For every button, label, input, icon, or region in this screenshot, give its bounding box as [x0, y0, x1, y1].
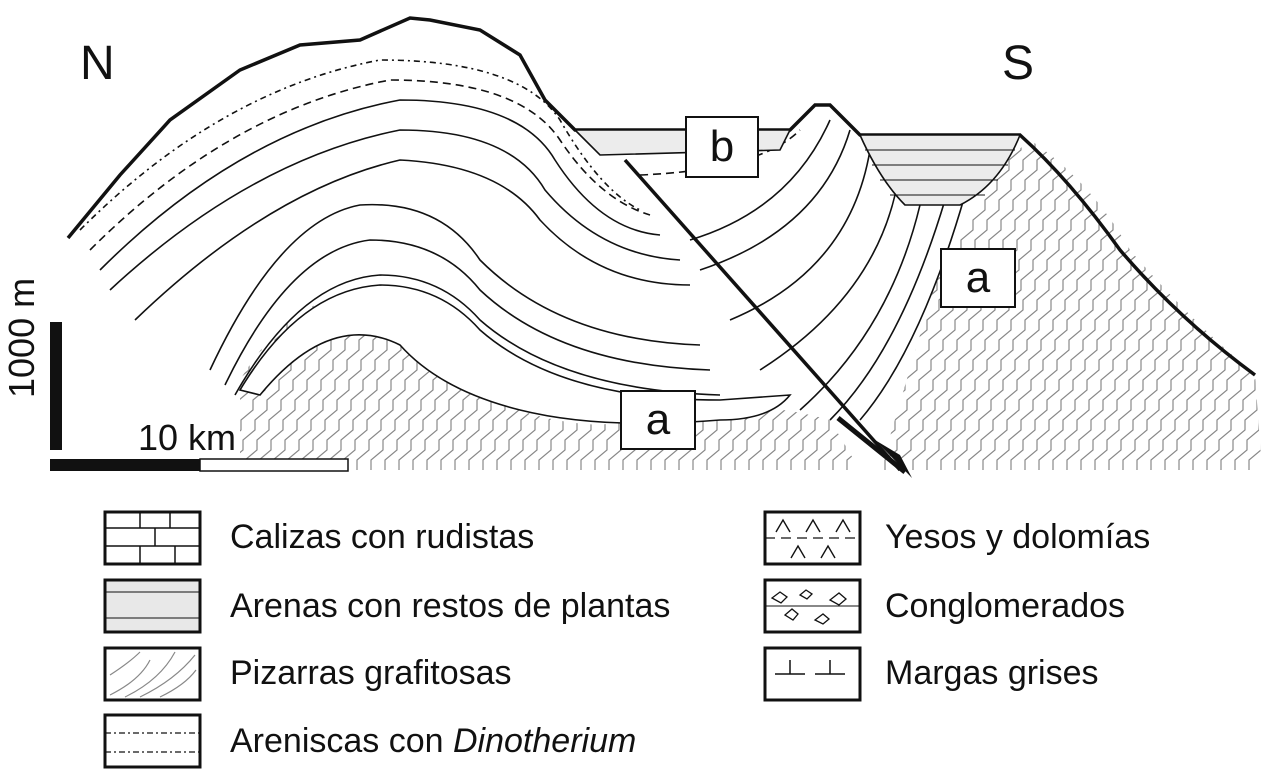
legend-sandstone-label: Areniscas con Dinotherium: [230, 724, 636, 758]
schist-line: [277, 299, 420, 470]
folded-strata: [79, 59, 721, 396]
schist-line: [1253, 140, 1262, 470]
legend-swatch-marl: [763, 646, 862, 702]
schist-line: [1085, 140, 1262, 470]
fault-arrow-shaft: [836, 416, 907, 474]
vertical-scale-bar: [50, 322, 62, 450]
label-a-right-box: a: [940, 248, 1016, 308]
horizontal-scale-bar-black: [50, 459, 200, 471]
schist-line: [263, 299, 406, 470]
legend-swatch-gypsum: [763, 510, 862, 566]
legend-limestone-label: Calizas con rudistas: [230, 518, 535, 556]
schist-line: [1001, 140, 1216, 470]
schist-line: [1197, 140, 1262, 470]
schist-line: [1169, 140, 1262, 470]
schist-line: [1071, 140, 1262, 470]
schist-line: [809, 299, 860, 470]
schist-line: [333, 299, 476, 470]
legend-conglomerate-label: Conglomerados: [885, 587, 1126, 625]
label-b-box: b: [685, 116, 759, 178]
schist-line: [291, 299, 434, 470]
schist-line: [697, 299, 840, 470]
schist-line: [1029, 140, 1244, 470]
schist-line: [240, 299, 378, 470]
schist-line: [711, 299, 854, 470]
legend-swatch-sand: [103, 578, 202, 634]
legend-marl-label: Margas grises: [885, 654, 1099, 692]
topographic-surface: [66, 16, 1257, 377]
schist-line: [1183, 140, 1262, 470]
horizontal-scale-bar-white: [199, 458, 349, 472]
schist-line: [725, 299, 860, 470]
legend-sand-label: Arenas con restos de plantas: [230, 587, 671, 625]
legend-gypsum-label: Yesos y dolomías: [885, 518, 1151, 556]
fault-line: [623, 158, 902, 472]
schist-line: [795, 299, 860, 470]
right-block-strata: [639, 119, 966, 421]
schist-line: [249, 299, 392, 470]
legend-schist-label: Pizarras grafitosas: [230, 654, 512, 692]
legend-swatch-limestone: [103, 510, 202, 566]
schist-line: [319, 299, 462, 470]
vertical-scale-label: 1000 m: [1, 277, 42, 398]
conglomerate-band: [238, 284, 792, 425]
horizontal-scale-label: 10 km: [138, 417, 237, 458]
legend-sandstone-italic: Dinotherium: [453, 722, 637, 760]
schist-line: [1015, 140, 1230, 470]
legend-swatch-schist: [103, 646, 202, 702]
schist-line: [880, 140, 1048, 470]
sand-basin-right-lines: [865, 149, 1015, 196]
schist-line: [1155, 140, 1262, 470]
schist-line: [1099, 140, 1262, 470]
schist-line: [1239, 140, 1262, 470]
schist-line: [305, 299, 448, 470]
south-label: S: [1002, 37, 1035, 90]
legend-swatch-conglomerate: [763, 578, 862, 634]
north-label: N: [80, 37, 115, 90]
schist-line: [1211, 140, 1262, 470]
sand-basin-right: [858, 134, 1022, 206]
schist-line: [1113, 140, 1262, 470]
schist-line: [1043, 140, 1258, 470]
label-a-left-box: a: [620, 390, 696, 450]
legend-sandstone-text: Areniscas con: [230, 722, 453, 760]
legend-swatch-sandstone: [103, 713, 202, 769]
schist-line: [767, 299, 860, 470]
schist-line: [1057, 140, 1262, 470]
schist-line: [1225, 140, 1262, 470]
